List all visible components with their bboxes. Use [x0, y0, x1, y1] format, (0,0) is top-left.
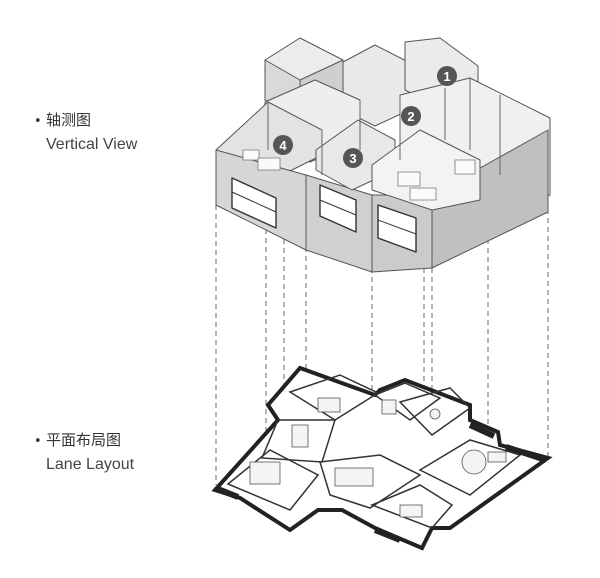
- axonometric-model: [215, 37, 551, 273]
- lane-layout-label: • 平面布局图 Lane Layout: [34, 430, 134, 476]
- badge-3: 3: [343, 148, 363, 168]
- vertical-view-cn: 轴测图: [46, 111, 92, 129]
- bullet-icon: •: [34, 114, 42, 129]
- lane-layout-en: Lane Layout: [46, 456, 135, 473]
- vertical-view-label: • 轴测图 Vertical View: [34, 110, 137, 156]
- lane-layout-cn: 平面布局图: [46, 431, 122, 449]
- floor-plan: [211, 365, 553, 551]
- svg-text:1: 1: [443, 69, 450, 84]
- svg-text:2: 2: [407, 109, 414, 124]
- badge-4: 4: [273, 135, 293, 155]
- bullet-icon: •: [34, 434, 42, 449]
- vertical-view-en: Vertical View: [46, 136, 138, 153]
- badge-2: 2: [401, 106, 421, 126]
- room-badges: 1 2 3 4: [273, 66, 457, 168]
- svg-text:3: 3: [349, 151, 356, 166]
- badge-1: 1: [437, 66, 457, 86]
- svg-text:4: 4: [279, 138, 287, 153]
